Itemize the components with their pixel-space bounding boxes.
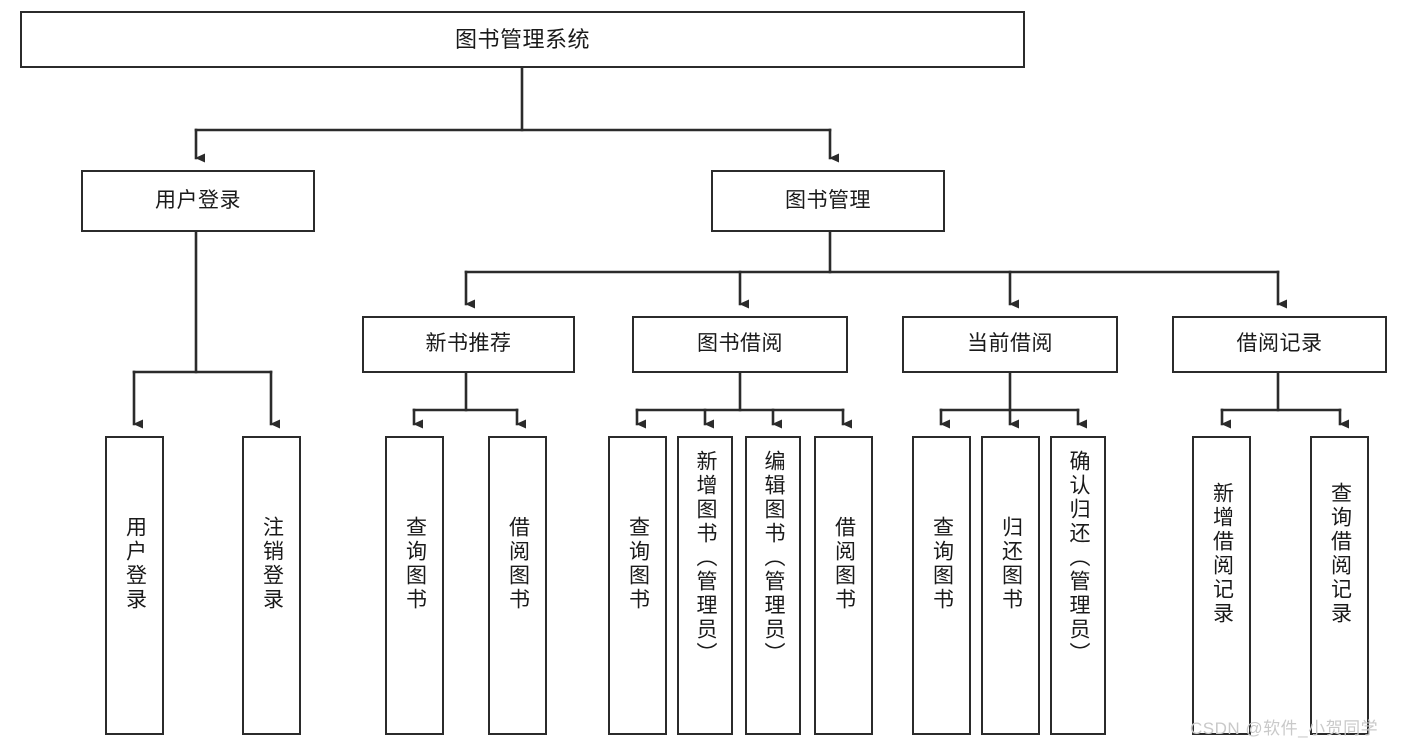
new-book-recommend-to-leaves-connectors bbox=[412, 371, 526, 429]
node-leaf-user-login[interactable]: 用户登录 bbox=[105, 436, 164, 735]
node-borrow-record[interactable]: 借阅记录 bbox=[1172, 316, 1387, 373]
node-leaf-query-book-borrow[interactable]: 查询图书 bbox=[608, 436, 667, 735]
node-book-borrow[interactable]: 图书借阅 bbox=[632, 316, 848, 373]
node-label: 新书推荐 bbox=[425, 332, 512, 356]
node-book-management[interactable]: 图书管理 bbox=[711, 170, 945, 232]
node-leaf-query-book-current[interactable]: 查询图书 bbox=[912, 436, 971, 735]
node-label: 新增图书（管理员） bbox=[694, 450, 718, 666]
node-leaf-confirm-return-admin[interactable]: 确认归还（管理员） bbox=[1050, 436, 1106, 735]
node-user-login[interactable]: 用户登录 bbox=[81, 170, 315, 232]
node-label: 查询图书 bbox=[930, 516, 954, 612]
node-leaf-borrow-book-recommend[interactable]: 借阅图书 bbox=[488, 436, 547, 735]
node-label: 借阅图书 bbox=[832, 516, 856, 612]
node-label: 查询图书 bbox=[626, 516, 650, 612]
node-label: 归还图书 bbox=[999, 516, 1023, 612]
node-label: 新增借阅记录 bbox=[1210, 482, 1234, 626]
book-management-to-level3-connectors bbox=[464, 230, 1287, 309]
node-leaf-edit-book-admin[interactable]: 编辑图书（管理员） bbox=[745, 436, 801, 735]
user-login-to-leaves-connectors bbox=[132, 230, 280, 429]
root-to-level2-connectors bbox=[194, 66, 839, 163]
node-leaf-return-book[interactable]: 归还图书 bbox=[981, 436, 1040, 735]
node-label: 图书管理系统 bbox=[454, 26, 590, 52]
book-borrow-to-leaves-connectors bbox=[635, 371, 852, 429]
node-new-book-recommend[interactable]: 新书推荐 bbox=[362, 316, 575, 373]
node-leaf-query-book-recommend[interactable]: 查询图书 bbox=[385, 436, 444, 735]
node-label: 图书管理 bbox=[785, 188, 871, 212]
current-borrow-to-leaves-connectors bbox=[939, 371, 1087, 429]
node-label: 借阅图书 bbox=[506, 516, 530, 612]
node-label: 编辑图书（管理员） bbox=[762, 450, 786, 666]
node-label: 用户登录 bbox=[155, 188, 241, 212]
node-root-book-management-system[interactable]: 图书管理系统 bbox=[20, 11, 1025, 68]
node-label: 查询图书 bbox=[403, 516, 427, 612]
node-label: 确认归还（管理员） bbox=[1067, 450, 1091, 666]
node-leaf-add-book-admin[interactable]: 新增图书（管理员） bbox=[677, 436, 733, 735]
node-label: 用户登录 bbox=[123, 516, 147, 612]
node-label: 注销登录 bbox=[260, 516, 284, 612]
borrow-record-to-leaves-connectors bbox=[1220, 371, 1349, 429]
node-label: 借阅记录 bbox=[1236, 332, 1323, 356]
node-label: 图书借阅 bbox=[697, 332, 783, 356]
node-leaf-borrow-book[interactable]: 借阅图书 bbox=[814, 436, 873, 735]
node-leaf-logout-login[interactable]: 注销登录 bbox=[242, 436, 301, 735]
node-leaf-add-borrow-record[interactable]: 新增借阅记录 bbox=[1192, 436, 1251, 735]
node-label: 查询借阅记录 bbox=[1328, 482, 1352, 626]
node-leaf-query-borrow-record[interactable]: 查询借阅记录 bbox=[1310, 436, 1369, 735]
node-current-borrow[interactable]: 当前借阅 bbox=[902, 316, 1118, 373]
node-label: 当前借阅 bbox=[967, 332, 1053, 356]
